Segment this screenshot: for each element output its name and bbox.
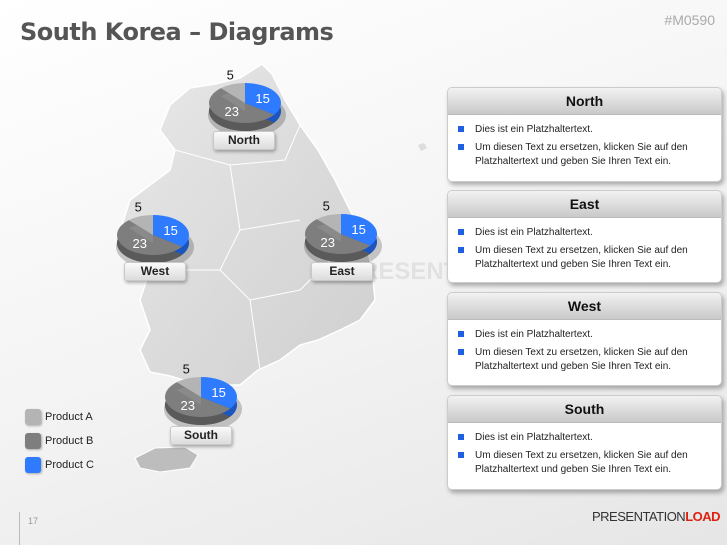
bullet-item: Dies ist ein Platzhaltertext. [458, 226, 711, 240]
pie-slice-product-a [220, 83, 245, 103]
pie-data-label: 5 [323, 199, 330, 214]
pie-west: 15 23 5 [116, 200, 194, 269]
bullet-icon [458, 144, 464, 150]
pie-data-label: 15 [255, 91, 269, 106]
pie-data-label: 5 [227, 68, 234, 83]
region-label-east: East [311, 262, 373, 281]
bullet-item: Dies ist ein Platzhaltertext. [458, 328, 711, 342]
pie-south: 15 23 5 [164, 362, 242, 431]
bullet-item: Um diesen Text zu ersetzen, klicken Sie … [458, 346, 711, 374]
pie-data-label: 15 [163, 223, 177, 238]
bullet-icon [458, 229, 464, 235]
page-number: 17 [28, 516, 39, 526]
pie-data-label: 23 [181, 398, 195, 413]
pie-slice-product-c [201, 377, 238, 409]
presentationload-logo: PRESENTATIONLOAD [592, 509, 721, 524]
panel-title: North [448, 88, 721, 115]
pie-slice-product-a [316, 214, 341, 234]
panel-title: South [448, 396, 721, 423]
region-label-south: South [170, 426, 232, 445]
bullet-item: Um diesen Text zu ersetzen, klicken Sie … [458, 141, 711, 169]
footer-divider [19, 512, 20, 545]
bullet-icon [458, 331, 464, 337]
jeju-island [134, 446, 199, 473]
bullet-icon [458, 247, 464, 253]
pie-data-label: 23 [321, 235, 335, 250]
bullet-item: Dies ist ein Platzhaltertext. [458, 431, 711, 445]
pie-data-label: 23 [225, 104, 239, 119]
bullet-icon [458, 126, 464, 132]
pie-data-label: 15 [351, 222, 365, 237]
pie-slice-product-a [176, 377, 201, 397]
bullet-item: Dies ist ein Platzhaltertext. [458, 123, 711, 137]
region-borders [150, 124, 341, 371]
bullet-icon [458, 434, 464, 440]
pie-slice-product-c [153, 215, 189, 247]
bullet-icon [458, 349, 464, 355]
south-korea-map: 15 23 5 15 23 5 15 23 5 15 23 5 [116, 63, 427, 473]
pie-data-label: 23 [133, 236, 147, 251]
bullet-icon [458, 452, 464, 458]
pie-slice-product-a [128, 215, 153, 235]
slide-code: #M0590 [664, 12, 715, 28]
panel-title: East [448, 191, 721, 218]
pie-east: 15 23 5 [304, 199, 382, 268]
bullet-item: Um diesen Text zu ersetzen, klicken Sie … [458, 449, 711, 477]
pie-slice-product-c [245, 83, 281, 115]
pie-data-label: 5 [135, 200, 142, 215]
region-label-west: West [124, 262, 186, 281]
pie-north: 15 23 5 [208, 68, 286, 137]
bullet-item: Um diesen Text zu ersetzen, klicken Sie … [458, 244, 711, 272]
ulleung-island [418, 143, 427, 151]
page-title: South Korea – Diagrams [20, 18, 334, 46]
panel-title: West [448, 293, 721, 320]
pie-data-label: 5 [183, 362, 190, 377]
region-label-north: North [213, 131, 275, 150]
pie-slice-product-c [341, 214, 377, 246]
pie-data-label: 15 [211, 385, 225, 400]
